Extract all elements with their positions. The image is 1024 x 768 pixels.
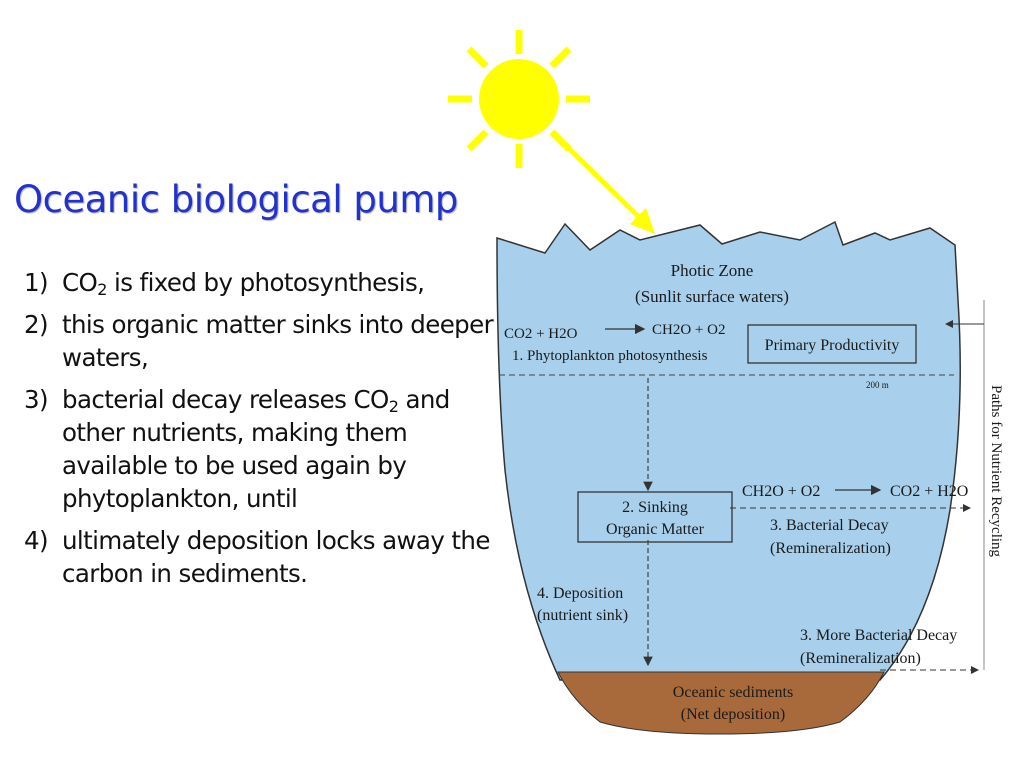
item-text: bacterial decay releases CO2 and other n… <box>62 385 450 513</box>
net-deposition-label: (Net deposition) <box>681 706 785 723</box>
remineralization-label-2: (Remineralization) <box>800 650 921 667</box>
eq2-left: CH2O + O2 <box>742 483 820 500</box>
item-number: 4) <box>24 526 49 555</box>
slide-title: Oceanic biological pump <box>14 178 458 221</box>
bullet-list: 1) CO2 is fixed by photosynthesis, 2) th… <box>24 266 494 599</box>
depth-label: 200 m <box>866 380 889 390</box>
photic-zone-label: Photic Zone <box>671 261 754 280</box>
item-text: CO2 is fixed by photosynthesis, <box>62 268 425 299</box>
deposition-label: 4. Deposition <box>537 585 623 602</box>
item-text: ultimately deposition locks away the car… <box>62 526 490 588</box>
eq1-right: CH2O + O2 <box>652 322 725 338</box>
list-item: 2) this organic matter sinks into deeper… <box>24 308 494 374</box>
item-number: 2) <box>24 310 49 339</box>
primary-productivity-label: Primary Productivity <box>765 337 900 354</box>
sediments-label: Oceanic sediments <box>673 684 793 701</box>
sunlight-arrow <box>550 130 655 234</box>
item-number: 3) <box>24 385 49 414</box>
item-text: this organic matter sinks into deeper wa… <box>62 310 494 372</box>
sinking-label-1: 2. Sinking <box>622 499 688 516</box>
nutrient-sink-label: (nutrient sink) <box>537 607 628 624</box>
step1-label: 1. Phytoplankton photosynthesis <box>512 348 708 364</box>
sun-icon <box>448 30 590 168</box>
recycling-label: Paths for Nutrient Recycling <box>988 385 1004 558</box>
sinking-label-2: Organic Matter <box>606 521 705 538</box>
bacterial-decay-label: 3. Bacterial Decay <box>770 517 889 534</box>
list-item: 3) bacterial decay releases CO2 and othe… <box>24 383 494 515</box>
remineralization-label-1: (Remineralization) <box>770 540 891 557</box>
eq1-left: CO2 + H2O <box>504 326 578 342</box>
list-item: 1) CO2 is fixed by photosynthesis, <box>24 266 494 299</box>
sediment-layer <box>557 671 885 735</box>
primary-productivity-box <box>747 324 917 364</box>
sinking-box <box>577 491 733 543</box>
item-number: 1) <box>24 268 49 297</box>
photic-zone-sub: (Sunlit surface waters) <box>635 287 789 306</box>
ocean-water <box>496 220 961 681</box>
eq2-right: CO2 + H2O <box>890 483 968 500</box>
more-decay-label: 3. More Bacterial Decay <box>800 627 957 644</box>
list-item: 4) ultimately deposition locks away the … <box>24 524 494 590</box>
